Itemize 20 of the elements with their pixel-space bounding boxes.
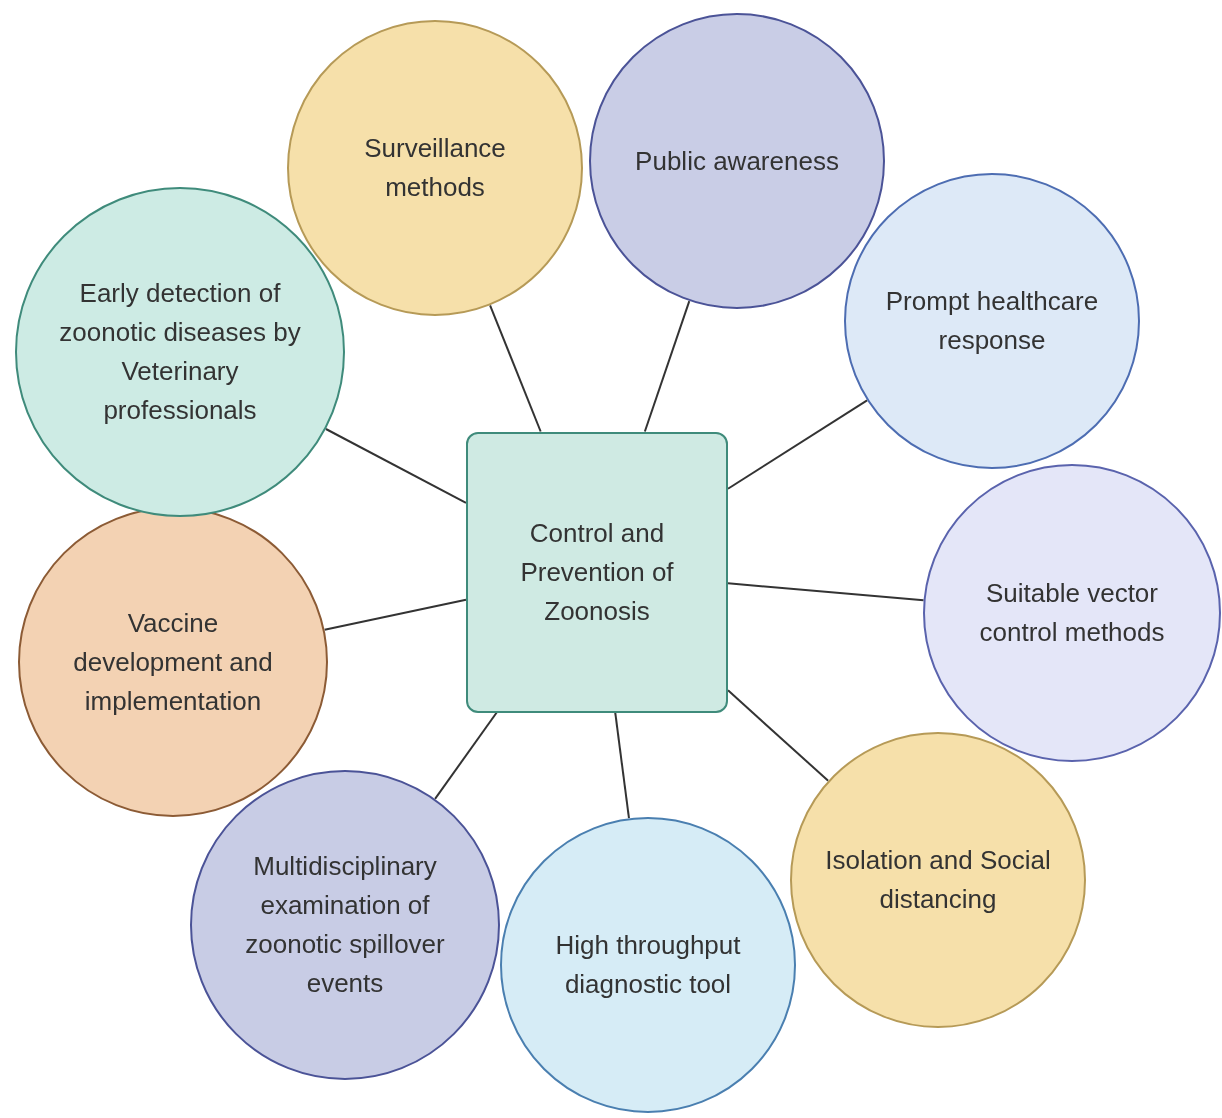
connector-line — [727, 689, 830, 782]
node-label: Public awareness — [635, 144, 839, 178]
connector-line — [727, 582, 925, 602]
node-label: Control and Prevention of Zoonosis — [519, 516, 675, 628]
connector-line — [324, 428, 467, 504]
node-label: Surveillance methods — [363, 132, 507, 204]
node-label: Early detection of zoonotic diseases by Veterinary professionals — [58, 277, 302, 427]
node-label: High throughput diagnostic tool — [554, 929, 742, 1001]
node-label: Vaccine development and implementation — [72, 606, 274, 718]
connector-line — [727, 399, 869, 490]
node-label: Multidisciplinary examination of zoonotic spillover events — [244, 850, 446, 1000]
connector-line — [323, 598, 467, 631]
node-label: Prompt healthcare response — [884, 285, 1100, 357]
central-box — [466, 431, 728, 713]
connector-line — [614, 711, 630, 820]
node-label: Suitable vector control methods — [978, 577, 1166, 649]
node-label: Isolation and Social distancing — [824, 844, 1052, 916]
connector-line — [643, 300, 691, 433]
connector-line — [489, 304, 542, 433]
connector-line — [434, 711, 498, 800]
